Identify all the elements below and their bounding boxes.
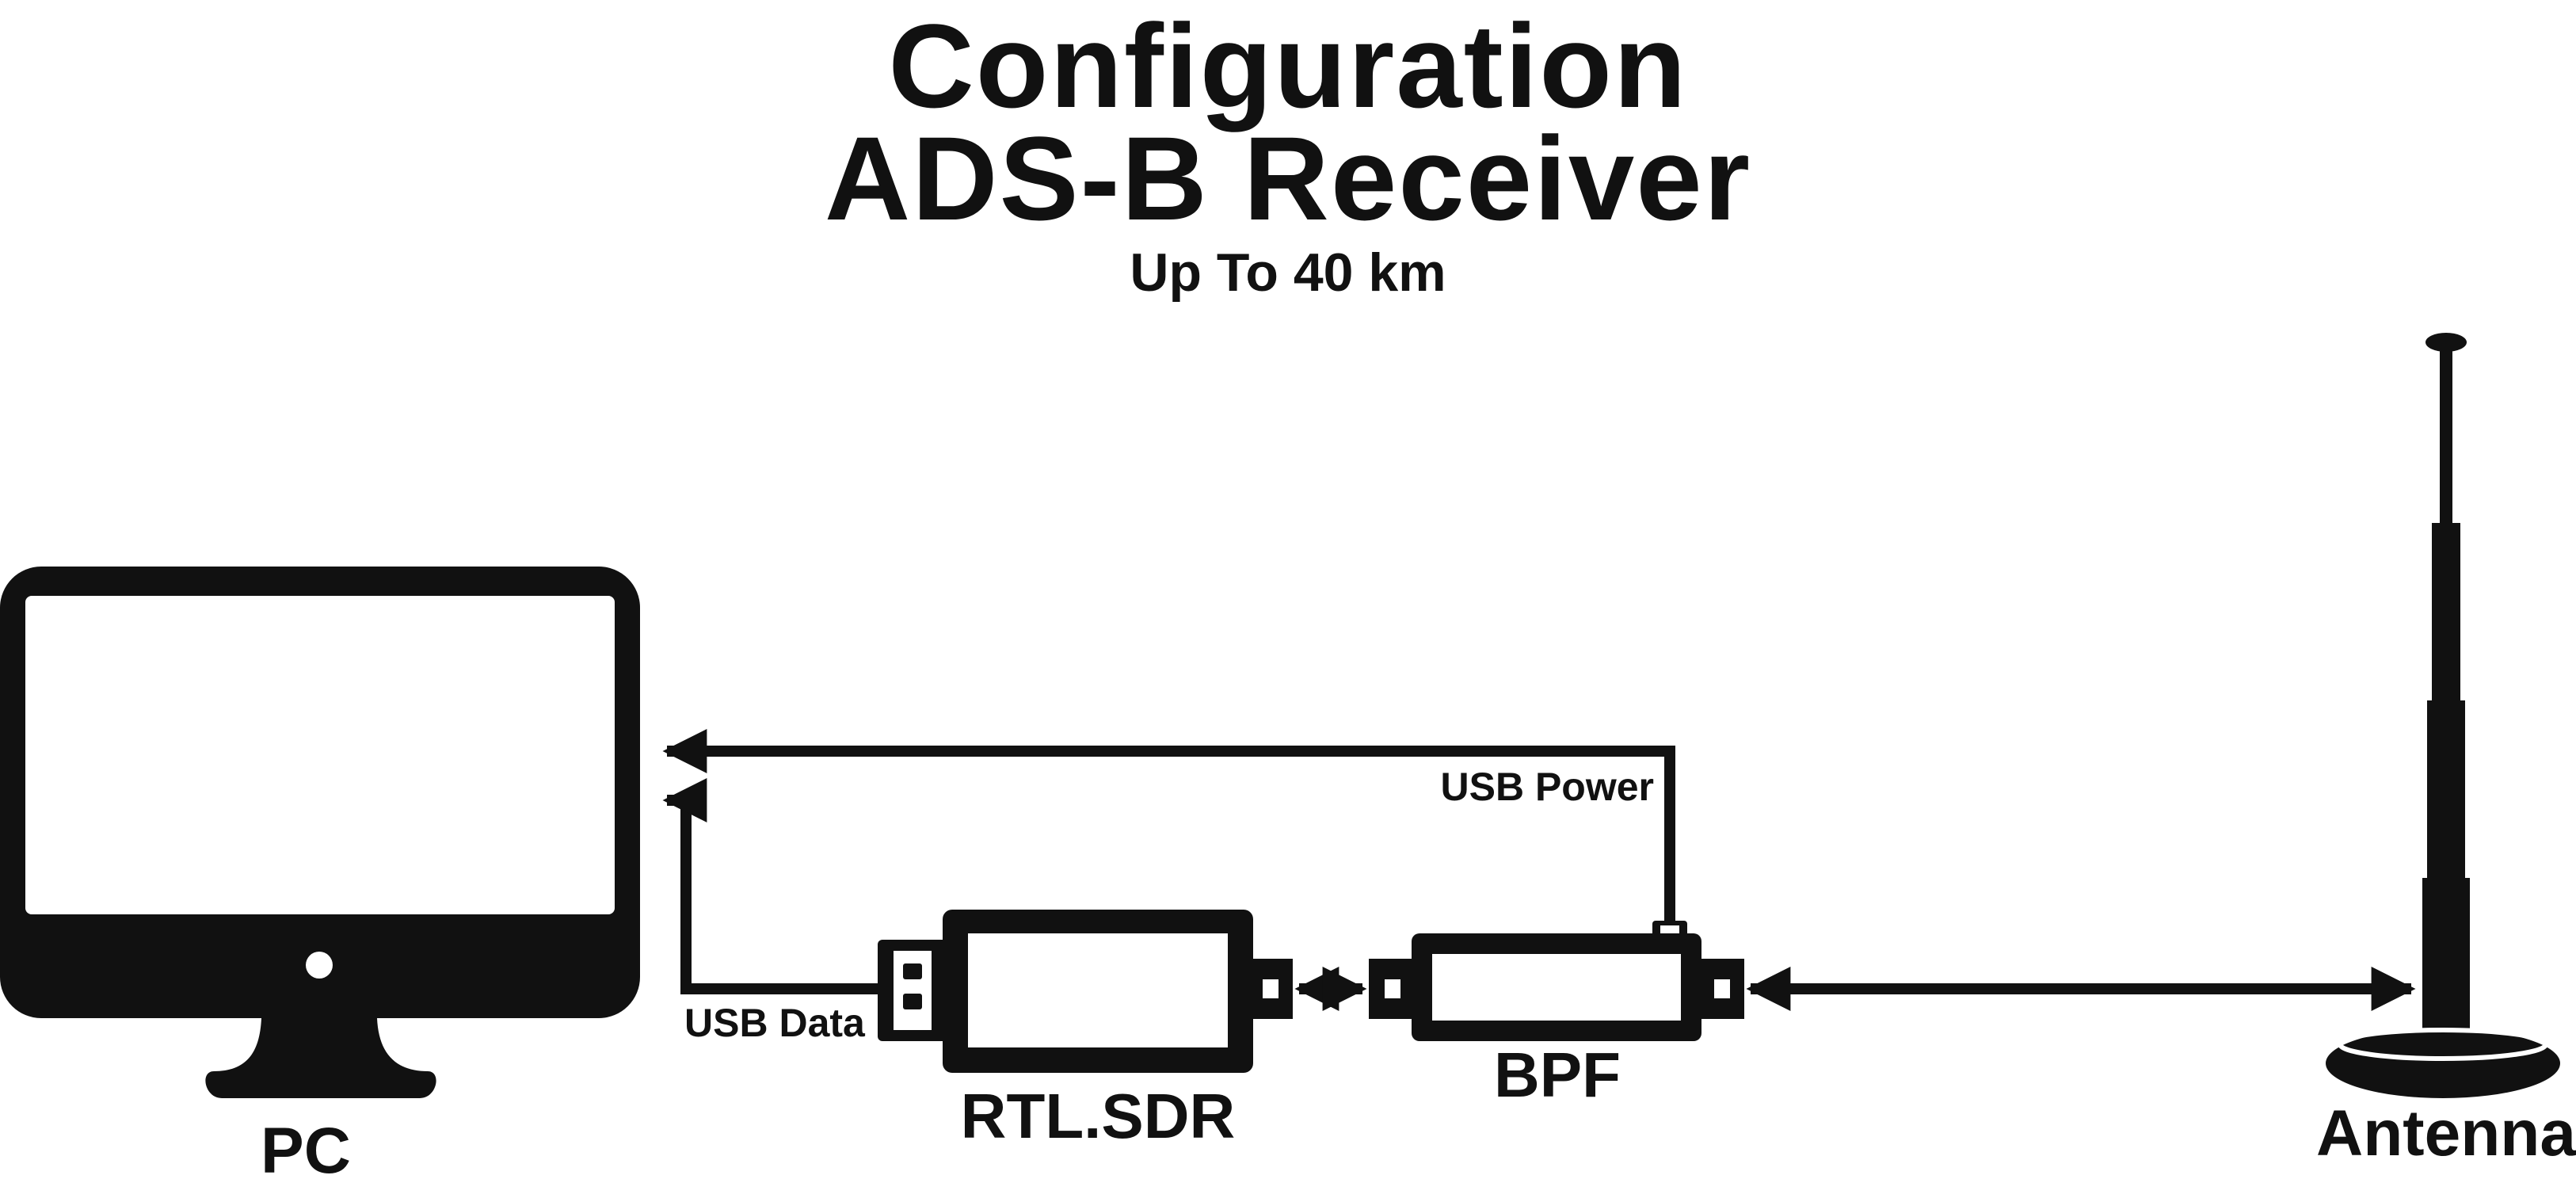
power-button-icon (306, 952, 333, 979)
usb-data-label: USB Data (684, 1001, 866, 1045)
diagram-title: Configuration (888, 0, 1688, 132)
usb-data-connection (662, 778, 878, 994)
pc-label: PC (261, 1115, 351, 1179)
bpf-filter-icon (1369, 921, 1744, 1041)
pc-monitor-icon (0, 567, 640, 1098)
rtl-sdr-label: RTL.SDR (961, 1081, 1236, 1151)
diagram-subtitle: Up To 40 km (1130, 242, 1446, 303)
diagram-title-line-2: ADS-B Receiver (824, 112, 1752, 245)
antenna-label: Antenna (2316, 1097, 2576, 1169)
usb-power-label: USB Power (1440, 765, 1654, 809)
rtl-sdr-dongle-icon (878, 910, 1293, 1073)
usb-power-connection (662, 729, 1675, 921)
antenna-icon (2326, 333, 2560, 1098)
bpf-label: BPF (1494, 1040, 1621, 1110)
